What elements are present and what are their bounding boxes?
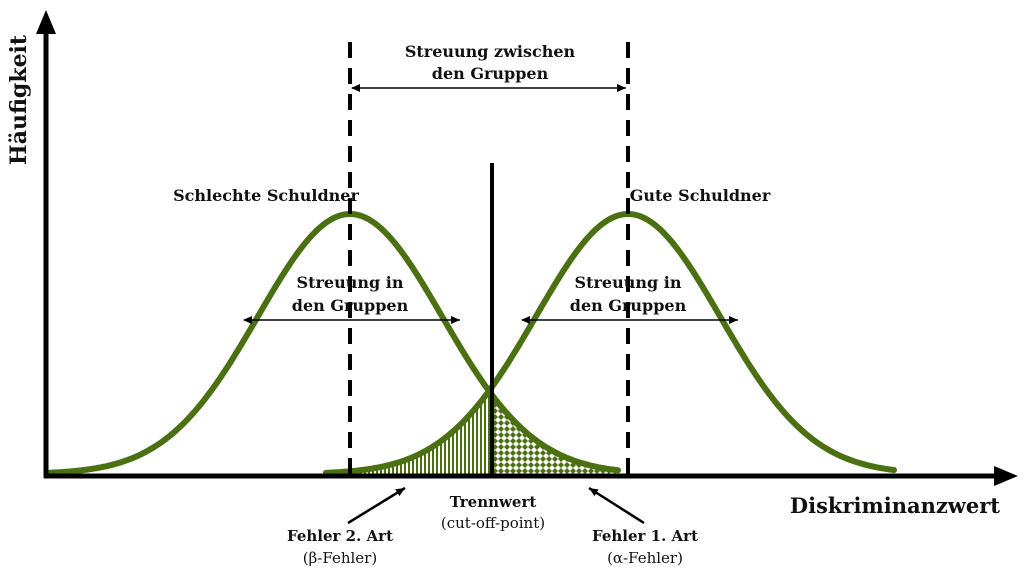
cutoff-label: Trennwert [450,493,537,511]
type1-error-label-2: (α-Fehler) [607,549,683,567]
beta-error-region [360,386,492,474]
type1-pointer-arrow [588,486,645,525]
type2-pointer-arrow [347,486,406,525]
bad-debtors-label: Schlechte Schuldner [173,186,359,205]
within-left-label: Streuung in [297,273,404,292]
between-groups-label-2: den Gruppen [432,64,549,83]
type2-error-label-2: (β-Fehler) [303,549,377,567]
within-left-label-2: den Gruppen [292,296,409,315]
good-debtors-curve [323,210,897,476]
alpha-error-region [492,394,618,474]
within-right-label: Streuung in [575,273,682,292]
cutoff-label-2: (cut-off-point) [441,514,545,532]
x-axis-label: Diskriminanzwert [790,493,1000,518]
type2-error-label: Fehler 2. Art [287,527,393,545]
between-groups-label: Streuung zwischen [405,42,576,61]
within-right-label-2: den Gruppen [570,296,687,315]
x-axis-arrow-icon [994,466,1018,486]
y-axis-arrow-icon [36,10,56,34]
type1-error-label: Fehler 1. Art [592,527,698,545]
good-debtors-label: Gute Schuldner [630,186,771,205]
y-axis-label: Häufigkeit [6,34,32,165]
bad-debtors-curve [47,210,621,476]
